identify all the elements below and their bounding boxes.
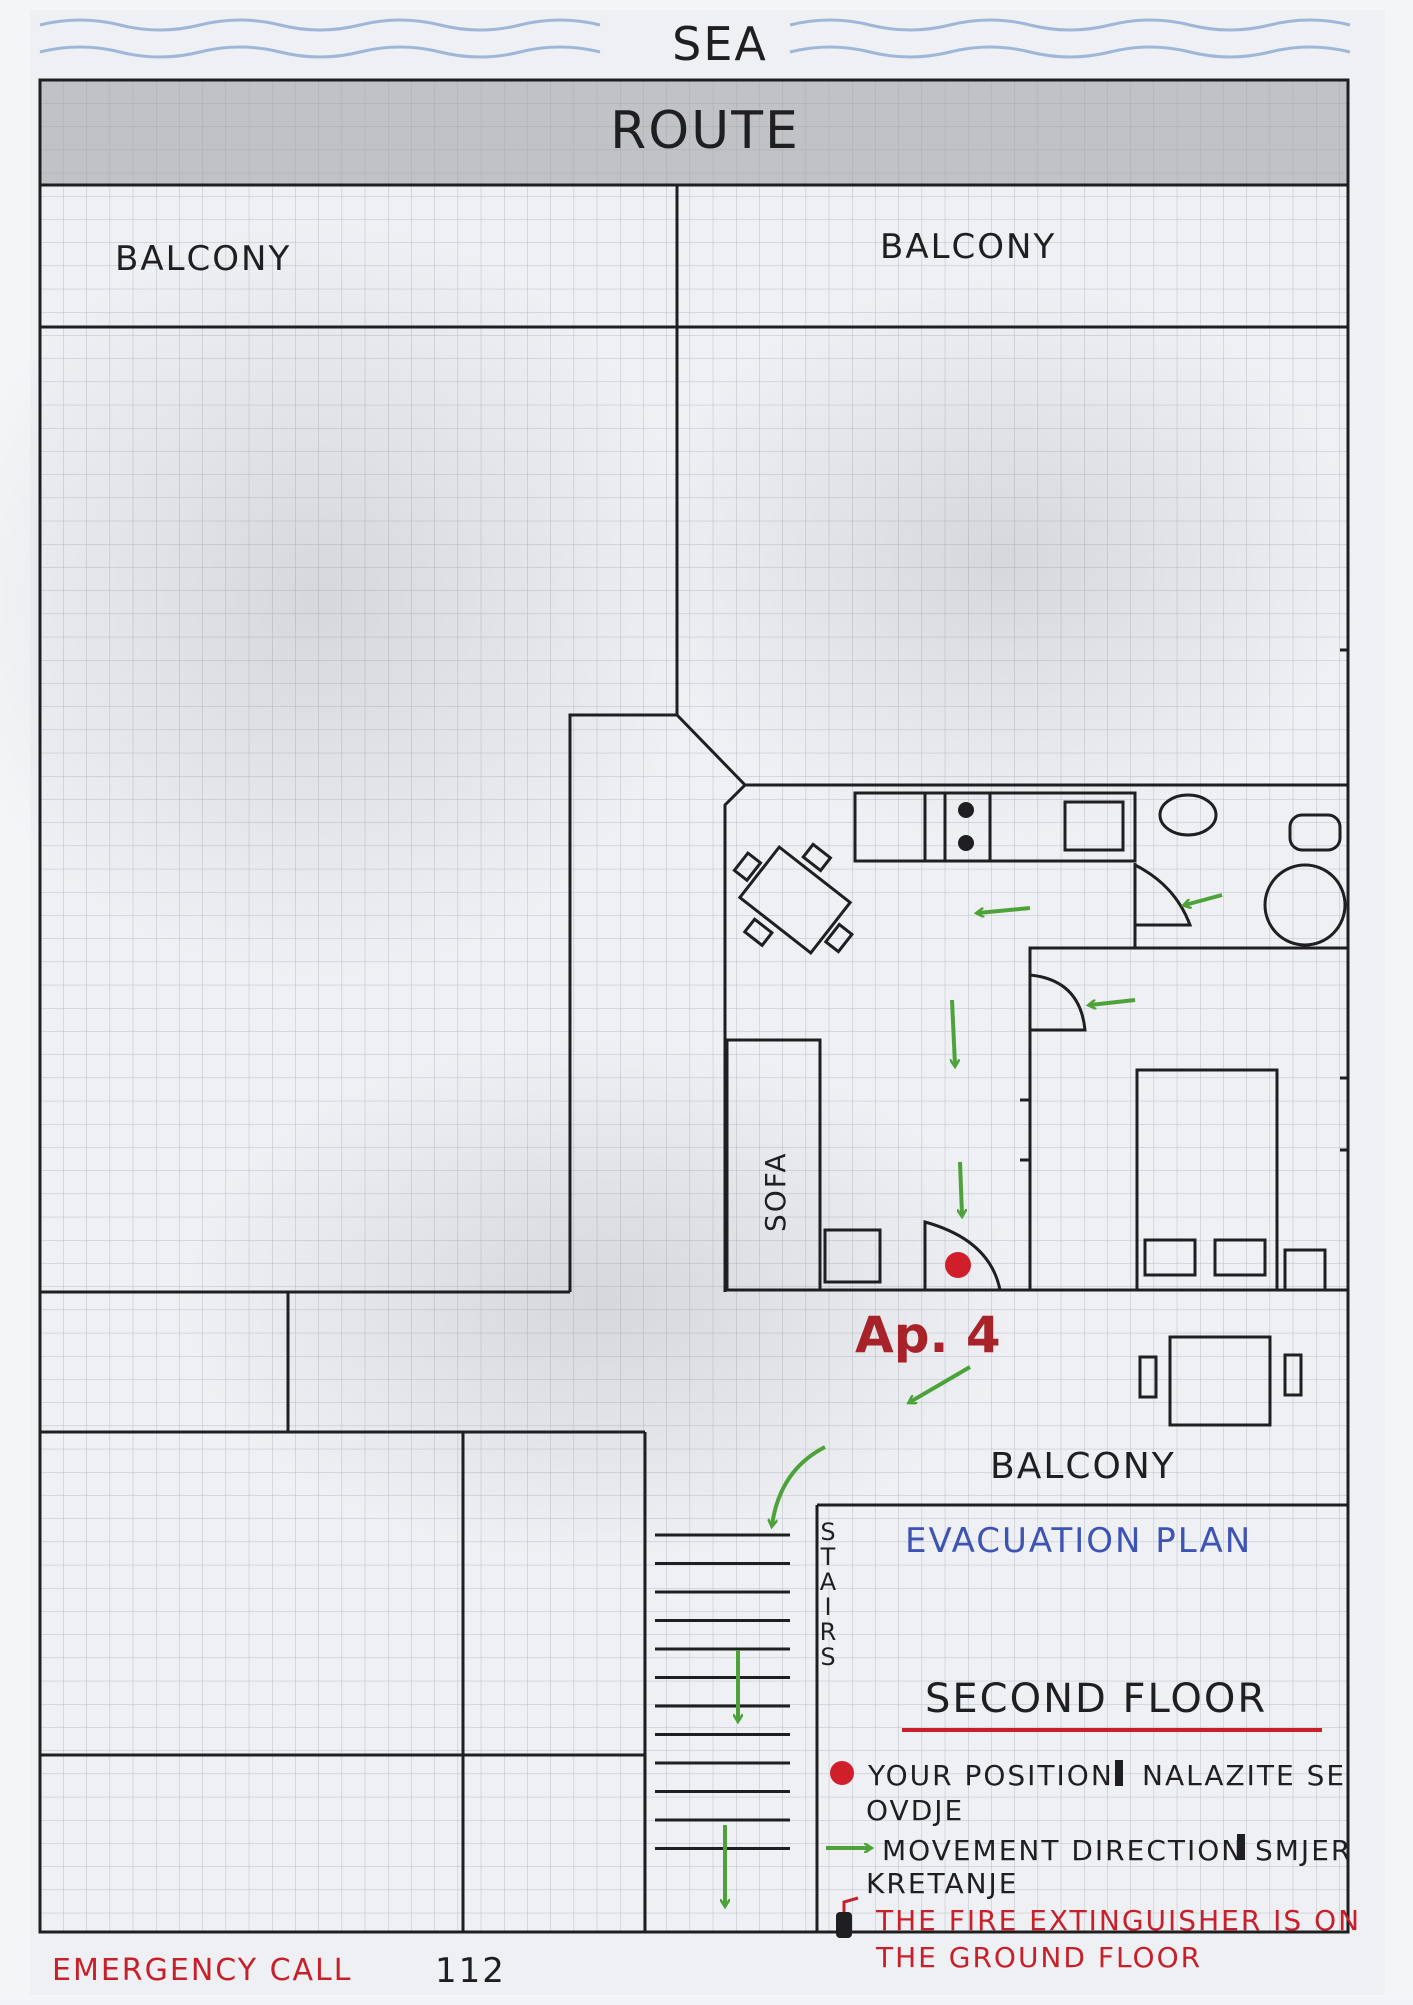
emergency-number: 112 (435, 1951, 506, 1991)
walls (38, 78, 1350, 1934)
your-position-marker (945, 1252, 971, 1278)
apartment-label: Ap. 4 (855, 1306, 1001, 1364)
movement-arrows (725, 893, 1223, 1905)
emergency-call-label: EMERGENCY CALL (52, 1953, 352, 1988)
stove-burners (958, 802, 974, 851)
stairs-letter: S (820, 1643, 835, 1671)
balcony-bottom-label: BALCONY (990, 1446, 1176, 1487)
arrow-down-1 (952, 999, 955, 1065)
legend-position-local-text: NALAZITE SE (1142, 1759, 1346, 1792)
sofa-label: SOFA (759, 1151, 792, 1232)
arrow-kitchen-left (978, 906, 1031, 913)
arrow-to-balcony (910, 1365, 972, 1402)
balcony-top-right-label: BALCONY (880, 227, 1056, 267)
route-band (40, 80, 1348, 185)
wall-ticks (1020, 648, 1348, 1162)
arrow-bathroom-door (1185, 893, 1223, 905)
sea-label: SEA (672, 17, 768, 71)
legend-movement-local-text: SMJER (1255, 1834, 1352, 1867)
balcony-top-left-label: BALCONY (115, 239, 291, 279)
arrow-down-2 (960, 1161, 962, 1215)
stairs-letter: T (820, 1543, 836, 1571)
legend-separator (1115, 1760, 1123, 1786)
red-dot-icon (830, 1761, 854, 1785)
legend-separator-2 (1237, 1834, 1245, 1860)
stairs-steps (655, 1533, 790, 1850)
stairs-letter: A (820, 1568, 837, 1596)
stairs-letter: R (820, 1618, 837, 1646)
legend-movement-text: MOVEMENT DIRECTION (882, 1834, 1244, 1867)
floor-title: SECOND FLOOR (925, 1676, 1267, 1722)
legend-position-text: YOUR POSITION (867, 1759, 1114, 1792)
fire-extinguisher-icon (836, 1896, 859, 1938)
stairs-letter: S (820, 1518, 835, 1546)
sea-waves (39, 18, 1351, 59)
arrow-to-stairs (772, 1445, 826, 1525)
arrow-bedroom-door (1090, 998, 1136, 1005)
legend-position-text-2: OVDJE (866, 1794, 964, 1827)
legend-extinguisher-text-2: THE GROUND FLOOR (875, 1941, 1202, 1974)
route-label: ROUTE (610, 101, 800, 161)
stairs-letter: I (824, 1593, 831, 1621)
evacuation-plan-title: EVACUATION PLAN (905, 1521, 1252, 1561)
legend-extinguisher-text: THE FIRE EXTINGUISHER IS ON (875, 1904, 1361, 1937)
legend-movement-text-2: KRETANJE (866, 1867, 1019, 1900)
